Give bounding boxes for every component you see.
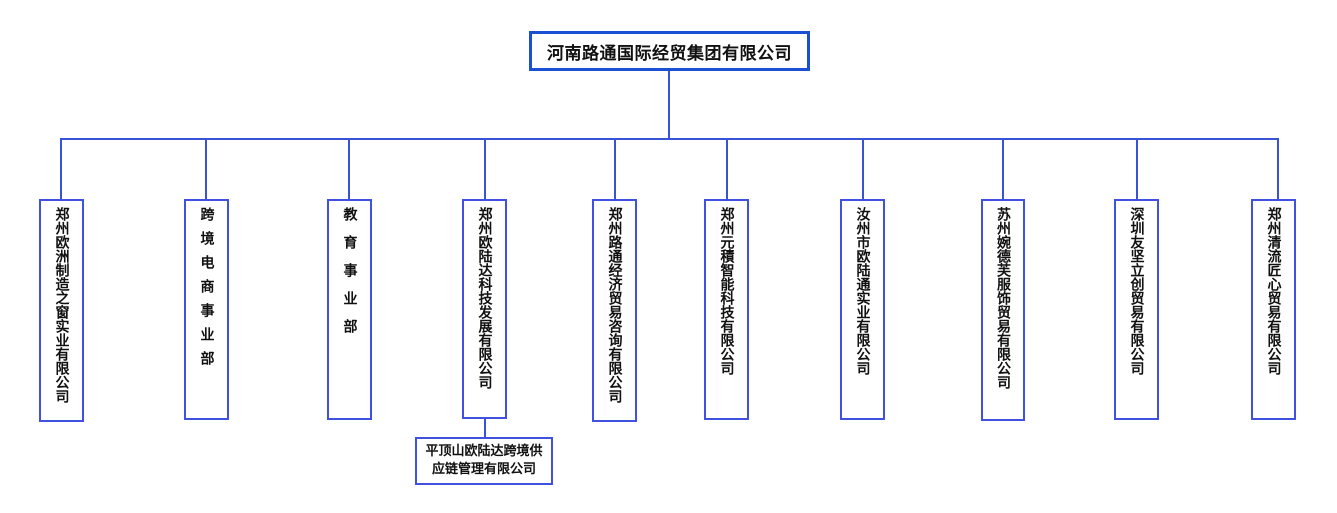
org-node-1[interactable]: 郑州欧洲制造之窗实业有限公司 xyxy=(39,199,84,422)
org-node-5-label: 郑州路通经济贸易咨询有限公司 xyxy=(606,207,623,403)
org-node-7[interactable]: 汝州市欧陆通实业有限公司 xyxy=(840,199,885,420)
connector-root-stem xyxy=(668,71,670,139)
connector-drop-6 xyxy=(726,138,728,199)
connector-drop-4 xyxy=(484,138,486,199)
org-node-6[interactable]: 郑州元積智能科技有限公司 xyxy=(704,199,749,420)
connector-drop-5 xyxy=(614,138,616,199)
org-node-grandchild-label: 平顶山欧陆达跨境供应链管理有限公司 xyxy=(425,444,543,477)
org-node-grandchild[interactable]: 平顶山欧陆达跨境供应链管理有限公司 xyxy=(415,437,553,485)
org-node-10[interactable]: 郑州清流匠心贸易有限公司 xyxy=(1251,199,1296,420)
connector-drop-7 xyxy=(862,138,864,199)
org-node-1-label: 郑州欧洲制造之窗实业有限公司 xyxy=(53,207,70,403)
connector-drop-8 xyxy=(1002,138,1004,199)
connector-node4-to-grandchild xyxy=(484,419,486,438)
connector-horizontal-bus xyxy=(60,138,1279,140)
org-node-9[interactable]: 深圳友坚立创贸易有限公司 xyxy=(1114,199,1159,420)
org-node-6-label: 郑州元積智能科技有限公司 xyxy=(718,207,735,375)
org-node-3-label: 教育事业部 xyxy=(341,207,358,347)
org-node-3[interactable]: 教育事业部 xyxy=(327,199,372,420)
org-node-4-label: 郑州欧陆达科技发展有限公司 xyxy=(476,207,493,389)
org-node-2[interactable]: 跨境电商事业部 xyxy=(184,199,229,420)
org-node-8-label: 苏州婉德芙服饰贸易有限公司 xyxy=(995,207,1011,389)
connector-drop-9 xyxy=(1136,138,1138,199)
org-node-4[interactable]: 郑州欧陆达科技发展有限公司 xyxy=(462,199,507,419)
org-node-10-label: 郑州清流匠心贸易有限公司 xyxy=(1265,207,1282,375)
connector-drop-3 xyxy=(348,138,350,199)
connector-drop-1 xyxy=(60,138,62,199)
org-node-9-label: 深圳友坚立创贸易有限公司 xyxy=(1128,207,1145,375)
org-node-root-label: 河南路通国际经贸集团有限公司 xyxy=(547,43,792,64)
connector-drop-2 xyxy=(205,138,207,199)
org-node-8[interactable]: 苏州婉德芙服饰贸易有限公司 xyxy=(981,199,1025,421)
org-node-5[interactable]: 郑州路通经济贸易咨询有限公司 xyxy=(592,199,637,422)
connector-drop-10 xyxy=(1277,138,1279,199)
org-node-7-label: 汝州市欧陆通实业有限公司 xyxy=(854,207,871,375)
org-node-2-label: 跨境电商事业部 xyxy=(198,207,215,375)
org-node-root[interactable]: 河南路通国际经贸集团有限公司 xyxy=(529,31,810,71)
